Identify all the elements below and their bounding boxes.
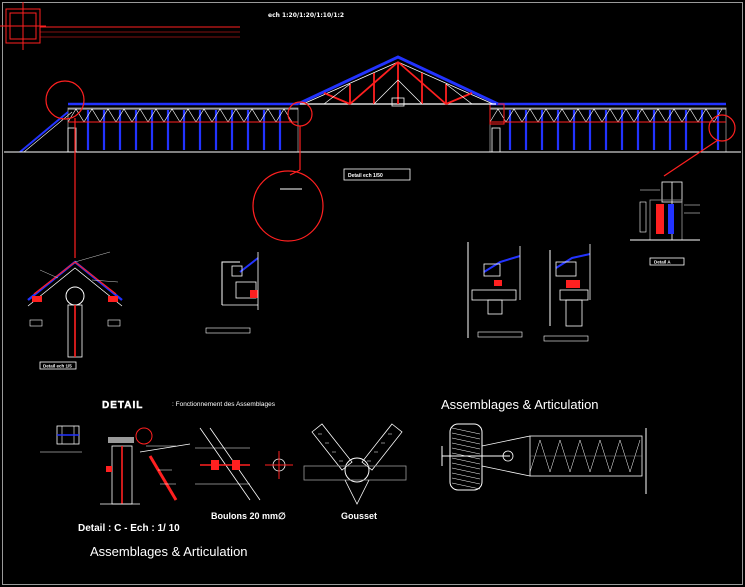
- eave-detail-1: [205, 252, 259, 334]
- caption-gusset: Gousset: [341, 511, 377, 521]
- caption-bolts: Boulons 20 mm∅: [211, 511, 286, 521]
- central-gable-truss: [297, 55, 499, 107]
- detail-label-center-group: Detail ech 1/50: [343, 168, 411, 181]
- eave-detail-3: [543, 244, 591, 342]
- detail-label-center: Detail ech 1/50: [348, 173, 383, 179]
- ridge-detail-drawing: Detail ech 1/5: [27, 251, 123, 370]
- bolt-detail-drawing: [195, 427, 293, 501]
- right-wing: [489, 102, 727, 153]
- gusset-drawing: [303, 423, 407, 505]
- detail-a-drawing: Detail A: [630, 181, 700, 266]
- right-heading: Assemblages & Articulation: [441, 397, 599, 412]
- articulation-drawing: [441, 423, 647, 494]
- detail-label-left: Detail ech 1/5: [43, 364, 72, 369]
- scale-header: ech 1:20/1:20/1:10/1:2: [268, 12, 344, 19]
- detail-label-right: Detail A: [654, 260, 671, 265]
- detail-heading: DETAIL: [102, 400, 143, 411]
- detail-subheading: : Fonctionnement des Assemblages: [172, 401, 276, 408]
- callout-circle-left: [45, 80, 85, 120]
- eave-detail-2: [467, 242, 523, 338]
- left-wing: [19, 102, 299, 153]
- bottom-heading: Assemblages & Articulation: [90, 544, 248, 559]
- building-elevation: [4, 55, 741, 153]
- callout-circle-center-large: [252, 170, 324, 242]
- detail-callouts: [45, 80, 736, 258]
- detail-c-drawing: [40, 425, 191, 505]
- title-block-icon: [0, 2, 240, 50]
- caption-detail-c: Detail : C - Ech : 1/ 10: [78, 523, 180, 534]
- callout-circle-right: [708, 114, 736, 142]
